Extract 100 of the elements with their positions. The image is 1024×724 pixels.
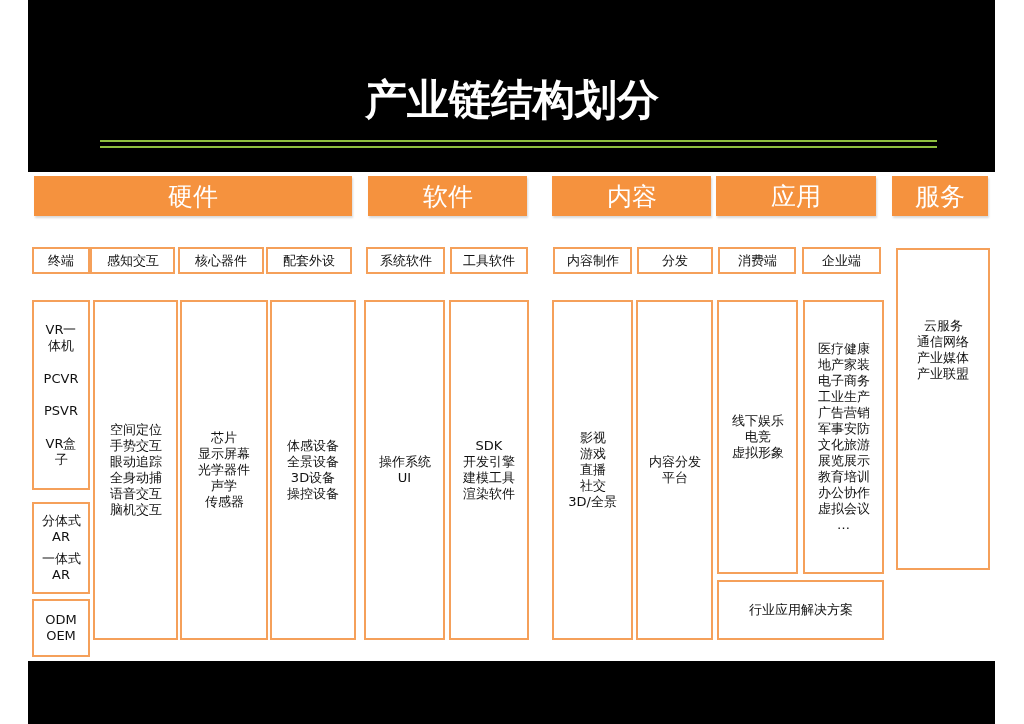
subcategory-label: 配套外设 — [283, 251, 335, 270]
item-list-box — [449, 300, 529, 640]
item-text: 全身动捕 — [109, 470, 162, 486]
item-text: 虚拟会议 — [817, 501, 870, 517]
category-title: 服务 — [915, 180, 965, 213]
item-list-box — [717, 300, 798, 574]
item-text: SDK — [475, 438, 503, 454]
item-text: 分体式AR — [40, 513, 82, 546]
subcategory-label-box — [553, 247, 632, 274]
category-banner — [716, 176, 876, 216]
category-banner — [892, 176, 988, 216]
item-text: ODM — [45, 612, 77, 628]
item-text: PCVR — [43, 370, 79, 387]
item-list-box — [32, 502, 90, 594]
item-text: VR一体机 — [44, 322, 78, 355]
category-banner — [34, 176, 352, 216]
subcategory-label: 感知交互 — [106, 251, 159, 270]
item-text: … — [837, 517, 850, 533]
item-text: 声学 — [211, 478, 237, 494]
subcategory-label: 系统软件 — [379, 251, 432, 270]
item-list-box — [552, 300, 633, 640]
item-text: 电竞 — [744, 429, 771, 445]
item-text: 眼动追踪 — [109, 454, 162, 470]
subcategory-label-box — [32, 247, 90, 274]
item-list-box — [636, 300, 713, 640]
item-text: 传感器 — [204, 494, 244, 510]
item-text: 开发引擎 — [463, 454, 515, 470]
item-text: 展览展示 — [817, 453, 870, 469]
item-list-box — [180, 300, 268, 640]
item-text: 3D设备 — [290, 470, 336, 486]
item-text: PSVR — [44, 403, 78, 420]
item-text: 游戏 — [579, 446, 606, 462]
item-list-box — [32, 300, 90, 490]
item-text: 脑机交互 — [109, 502, 162, 518]
subcategory-label: 工具软件 — [463, 251, 515, 270]
subcategory-label: 企业端 — [822, 251, 861, 270]
item-text: 地产家装 — [817, 357, 870, 373]
subcategory-label-box — [90, 247, 175, 274]
category-title: 应用 — [771, 180, 821, 213]
subcategory-label: 消费端 — [737, 251, 777, 270]
item-text: 虚拟形象 — [731, 445, 784, 461]
item-text: 内容分发平台 — [648, 454, 701, 486]
item-text: 3D/全景 — [568, 494, 617, 510]
subcategory-label-box — [637, 247, 713, 274]
item-text: 建模工具 — [463, 470, 515, 486]
item-text: 社交 — [579, 478, 606, 494]
item-text: 渲染软件 — [463, 486, 515, 502]
item-text: UI — [397, 470, 412, 486]
item-text: 文化旅游 — [817, 437, 870, 453]
item-text: 线下娱乐 — [731, 413, 784, 429]
item-text: 广告营销 — [817, 405, 870, 421]
subcategory-label-box — [178, 247, 264, 274]
item-list-box — [32, 599, 90, 657]
item-text: 体感设备 — [287, 438, 339, 454]
item-text: 云服务 — [923, 318, 963, 334]
item-text: 工业生产 — [817, 389, 870, 405]
item-text: 操作系统 — [378, 454, 431, 470]
item-list-box — [896, 248, 990, 570]
item-text: 通信网络 — [917, 334, 969, 350]
item-text: 产业媒体 — [917, 350, 969, 366]
subcategory-label: 内容制作 — [566, 251, 619, 270]
category-title: 内容 — [606, 180, 657, 213]
item-list-box — [270, 300, 356, 640]
item-list-box — [93, 300, 178, 640]
item-text: 操控设备 — [287, 486, 339, 502]
subcategory-label-box — [802, 247, 881, 274]
item-text: 行业应用解决方案 — [748, 602, 853, 618]
item-text: VR盒子 — [44, 435, 78, 468]
item-text: 显示屏幕 — [198, 446, 250, 462]
subcategory-label: 分发 — [662, 251, 688, 270]
subcategory-label-box — [266, 247, 352, 274]
page-title: 产业链结构划分 — [363, 74, 660, 126]
item-text: 手势交互 — [109, 438, 162, 454]
item-text: 产业联盟 — [917, 366, 969, 382]
item-text: 教育培训 — [817, 469, 870, 485]
item-list-box — [803, 300, 884, 574]
subcategory-label-box — [718, 247, 796, 274]
item-text: 影视 — [579, 430, 606, 446]
item-list-box — [717, 580, 884, 640]
category-banner — [368, 176, 527, 216]
item-list-box — [364, 300, 445, 640]
item-text: 光学器件 — [198, 462, 250, 478]
category-banner — [552, 176, 711, 216]
item-text: 电子商务 — [817, 373, 870, 389]
subcategory-label-box — [366, 247, 445, 274]
item-text: 语音交互 — [109, 486, 162, 502]
item-text: 全景设备 — [287, 454, 339, 470]
item-text: 军事安防 — [817, 421, 870, 437]
item-text: 空间定位 — [109, 422, 162, 438]
item-text: 直播 — [579, 462, 606, 478]
subcategory-label: 终端 — [48, 251, 74, 270]
item-text: OEM — [46, 628, 76, 644]
subcategory-label: 核心器件 — [195, 251, 247, 270]
item-text: 一体式AR — [40, 550, 82, 583]
item-text: 芯片 — [211, 430, 237, 446]
category-title: 硬件 — [168, 180, 218, 213]
item-text: 办公协作 — [817, 485, 870, 501]
category-title: 软件 — [422, 180, 473, 213]
item-text: 医疗健康 — [817, 341, 870, 357]
subcategory-label-box — [450, 247, 528, 274]
